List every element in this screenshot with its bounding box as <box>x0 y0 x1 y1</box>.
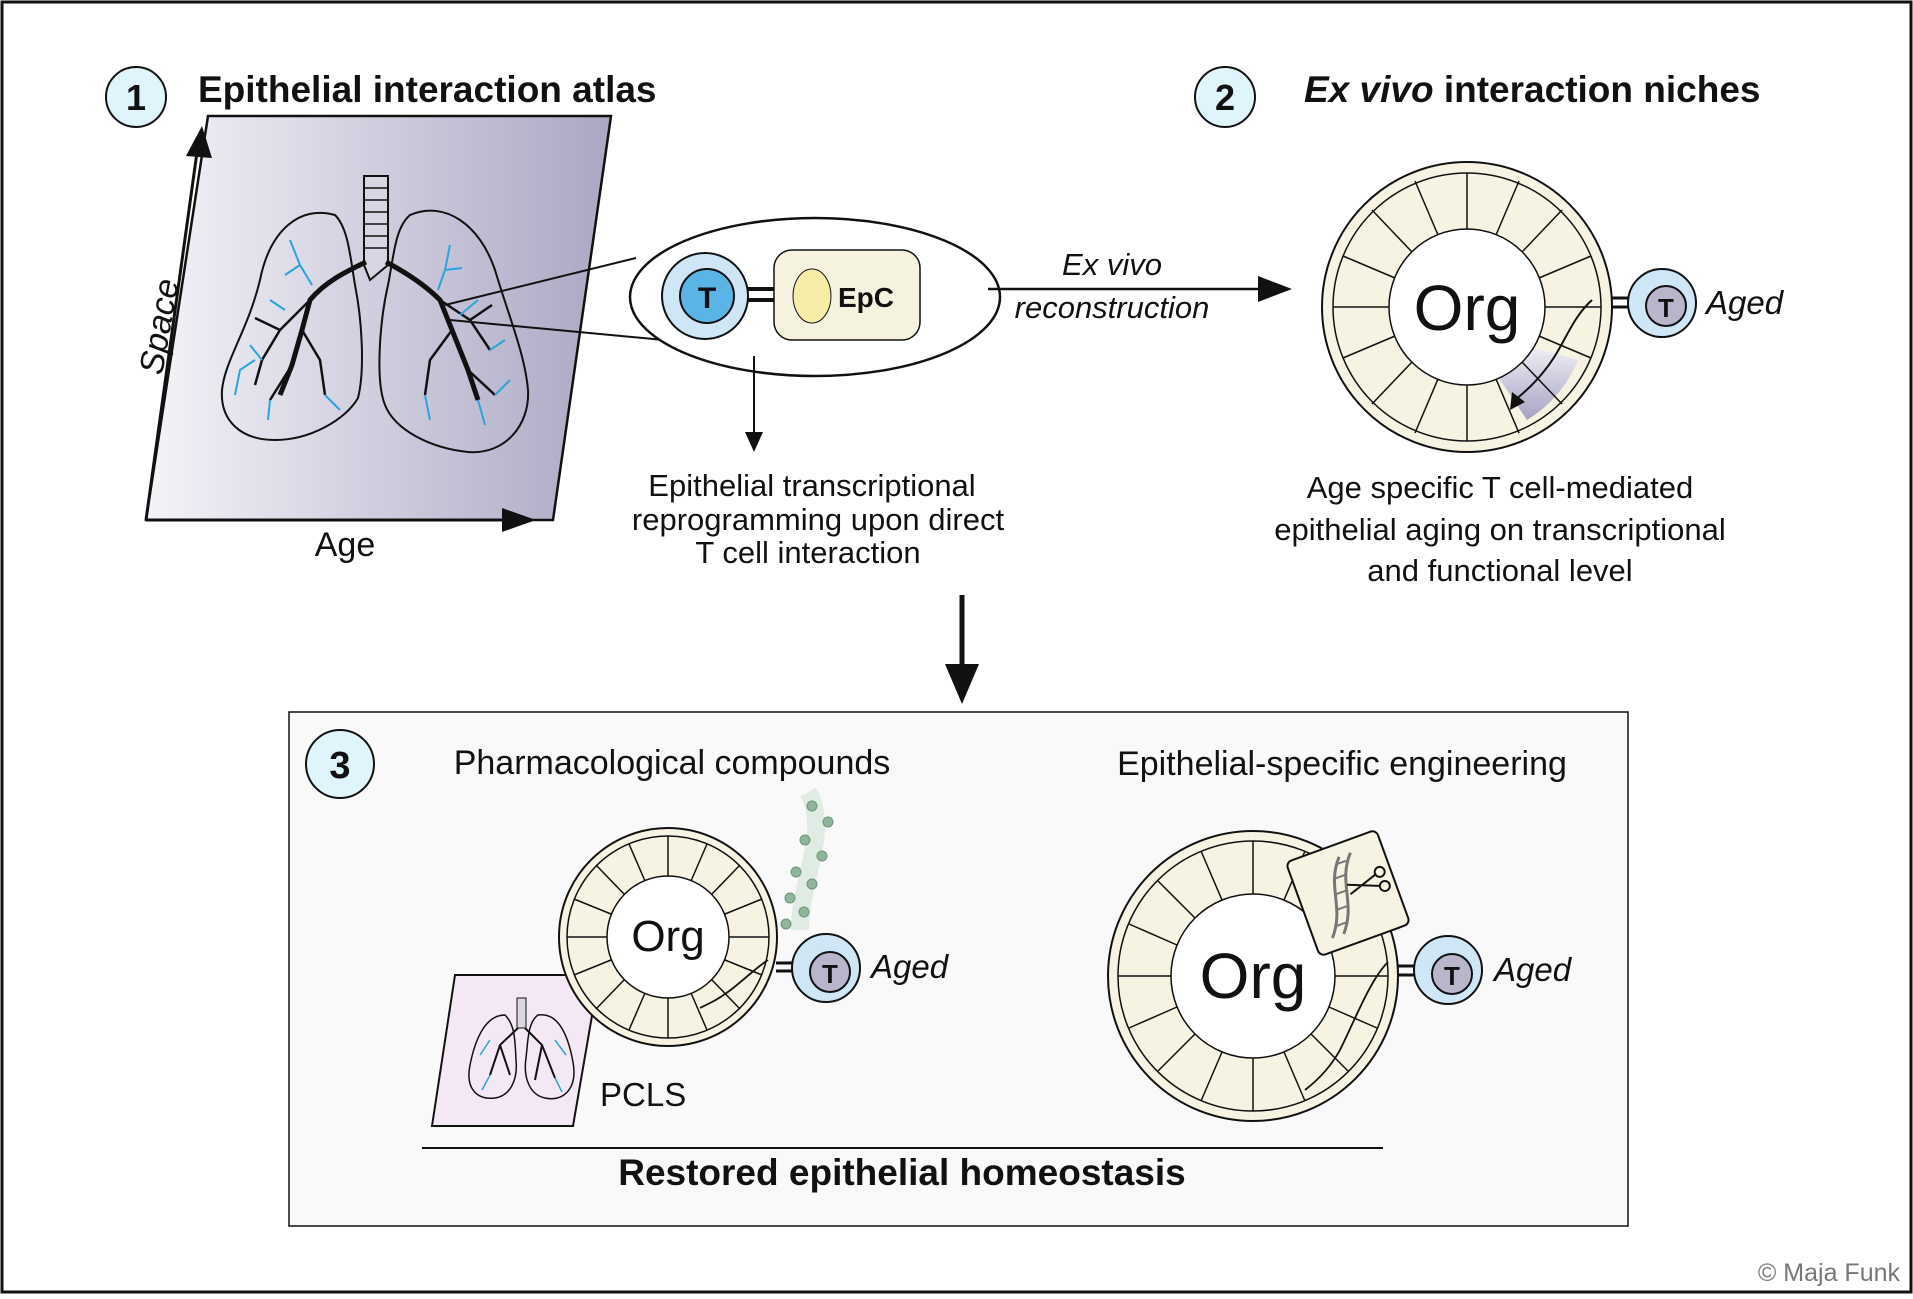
right-aged-label: Aged <box>1492 951 1573 988</box>
reprogramming-line-1: Epithelial transcriptional <box>648 468 975 503</box>
left-aged-t-cell-nucleus <box>809 951 851 993</box>
aged-t-cell-label: T <box>1658 293 1674 323</box>
space-axis-line <box>144 144 200 521</box>
step1-number-badge <box>105 66 167 128</box>
reconstruction-arrowhead <box>1258 276 1292 302</box>
step3-section: 3 Pharmacological compounds Epithelial-s… <box>288 711 1629 1227</box>
pcls-trachea <box>516 997 527 1029</box>
step2-desc-line-1: Age specific T cell-mediated <box>1307 470 1694 505</box>
pcls-label: PCLS <box>600 1076 686 1113</box>
compound-dots <box>780 800 834 930</box>
left-organoid-label: Org <box>631 912 704 961</box>
reconstruction-arrow-group: Ex vivo reconstruction <box>988 247 1292 325</box>
right-aged-t-cell-label: T <box>1444 961 1460 991</box>
scissors-icon <box>1347 865 1391 895</box>
step1-title: Epithelial interaction atlas <box>198 69 657 110</box>
compound-stream <box>780 787 834 931</box>
left-lung <box>220 211 363 442</box>
step2-number-badge <box>1194 66 1256 128</box>
step3-box <box>288 711 1629 1227</box>
reprogramming-line-3: T cell interaction <box>695 535 920 570</box>
aged-label: Aged <box>1704 284 1785 321</box>
step1-number: 1 <box>126 77 146 118</box>
step2-title-italic: Ex vivo <box>1304 69 1434 110</box>
main-down-arrowhead <box>945 664 979 704</box>
pcls-right-lung <box>524 1014 575 1100</box>
trachea-rings <box>364 187 388 249</box>
right-organoid-label: Org <box>1200 940 1307 1012</box>
zoom-line-top <box>444 257 637 306</box>
t-cell-nucleus <box>679 268 735 324</box>
credit-text: © Maja Funk <box>1758 1259 1901 1287</box>
aging-propagation-arrow <box>1514 299 1593 401</box>
dna-strand-b <box>1342 852 1352 935</box>
reconstruction-line-1: Ex vivo <box>1062 247 1162 282</box>
atlas-panel <box>144 114 613 522</box>
step2-number: 2 <box>1215 77 1235 118</box>
organoid-cell-borders <box>1333 173 1601 441</box>
left-aged-t-cell-label: T <box>822 959 838 989</box>
organoid-label: Org <box>1414 272 1521 344</box>
left-bronchus <box>277 259 368 396</box>
right-bronchus <box>384 259 481 401</box>
step1-section: 1 Epithelial interaction atlas Space Age <box>105 66 665 564</box>
epc-nucleus <box>792 268 832 324</box>
pcls-left-lung <box>468 1014 518 1099</box>
organoid-compound: Org <box>558 827 778 1047</box>
age-axis-arrowhead <box>502 508 536 532</box>
reprogramming-line-2: reprogramming upon direct <box>632 502 1005 537</box>
age-axis-label: Age <box>315 526 376 564</box>
left-organoid-cell-borders <box>567 836 769 1038</box>
step2-desc-line-2: epithelial aging on transcriptional <box>1274 512 1726 547</box>
lungs-illustration <box>220 175 530 454</box>
reconstruction-line-2: reconstruction <box>1015 290 1210 325</box>
dna-rungs <box>1334 859 1348 927</box>
step2-desc-line-3: and functional level <box>1367 553 1632 588</box>
airway-branches <box>253 298 496 401</box>
zoom-line-bottom <box>449 319 665 341</box>
epc-label: EpC <box>838 282 894 313</box>
reprogramming-arrowhead <box>745 432 763 452</box>
trachea <box>363 175 389 282</box>
interaction-zoom: T EpC <box>628 216 1002 378</box>
step3-number: 3 <box>329 745 350 787</box>
aging-propagation-arrowhead <box>1510 392 1525 410</box>
step3-number-badge <box>305 729 375 799</box>
step3-right-title: Epithelial-specific engineering <box>1117 745 1567 783</box>
right-organoid-signal-path <box>1304 961 1389 1091</box>
t-cell-label: T <box>698 282 716 315</box>
blood-vessels <box>234 239 511 426</box>
reprogramming-text: Epithelial transcriptional reprogramming… <box>632 468 1005 570</box>
organoid-aged: Org <box>1321 161 1613 453</box>
step2-section: 2 Ex vivo interaction niches <box>1194 66 1785 588</box>
pcls-airways <box>489 1027 556 1081</box>
step2-title: Ex vivo interaction niches <box>1304 69 1761 110</box>
step3-left-title: Pharmacological compounds <box>454 744 891 782</box>
gene-editing-tag <box>1286 830 1410 956</box>
footer-text: Restored epithelial homeostasis <box>618 1152 1186 1193</box>
aged-t-cell-nucleus <box>1645 285 1687 327</box>
right-lung <box>378 209 530 454</box>
pcls-vessels <box>479 1039 567 1093</box>
left-organoid-signal-path <box>699 959 769 1009</box>
step2-title-rest: interaction niches <box>1434 69 1761 110</box>
pcls-slice: PCLS <box>430 974 686 1127</box>
dna-strand-a <box>1331 856 1341 939</box>
space-axis-arrowhead <box>186 126 212 158</box>
right-aged-t-cell-nucleus <box>1431 953 1473 995</box>
left-aged-label: Aged <box>869 948 950 985</box>
